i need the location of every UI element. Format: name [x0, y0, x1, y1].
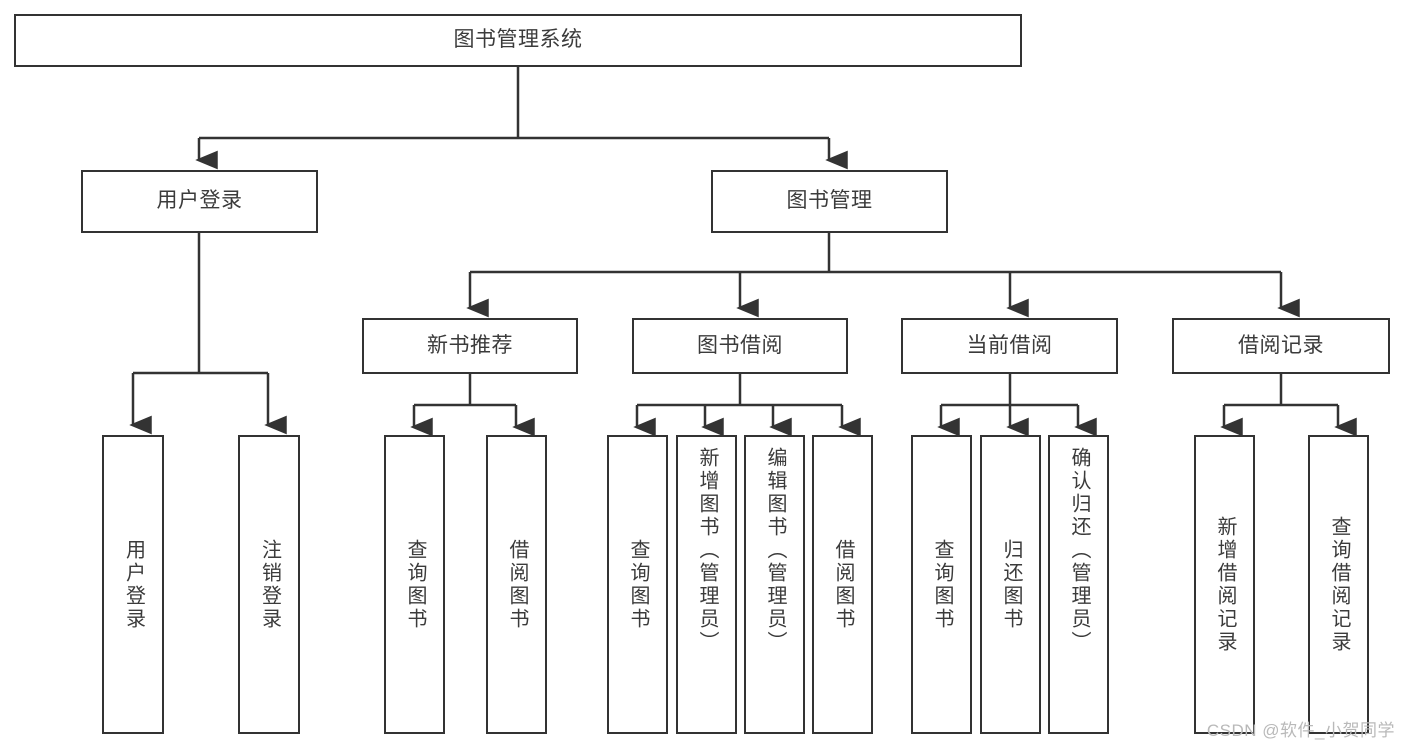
node-current-borrow[interactable]: 当前借阅 [901, 318, 1118, 374]
node-label: 查询图书 [404, 538, 426, 631]
node-borrow-record[interactable]: 借阅记录 [1172, 318, 1390, 374]
node-label: 借阅记录 [1238, 333, 1324, 357]
leaf-add-borrow-record[interactable]: 新增借阅记录 [1194, 435, 1255, 734]
leaf-borrow-book[interactable]: 借阅图书 [812, 435, 873, 734]
leaf-edit-book-admin[interactable]: 编辑图书（管理员） [744, 435, 805, 734]
node-label: 用户登录 [122, 538, 145, 631]
leaf-logout[interactable]: 注销登录 [238, 435, 300, 734]
leaf-query-book-new[interactable]: 查询图书 [384, 435, 445, 734]
node-root-system[interactable]: 图书管理系统 [14, 14, 1022, 67]
node-label: 注销登录 [258, 538, 281, 631]
watermark: CSDN @软件_小贺同学 [1206, 721, 1395, 740]
leaf-query-borrow-record[interactable]: 查询借阅记录 [1308, 435, 1369, 734]
node-label: 新增图书（管理员） [696, 447, 718, 654]
node-label: 编辑图书（管理员） [764, 447, 786, 654]
node-label: 当前借阅 [966, 333, 1053, 357]
node-label: 确认归还（管理员） [1068, 447, 1090, 654]
node-label: 图书管理系统 [453, 28, 583, 52]
node-label: 图书管理 [786, 189, 873, 213]
node-new-book-recommend[interactable]: 新书推荐 [362, 318, 578, 374]
node-label: 图书借阅 [697, 333, 783, 357]
node-label: 查询图书 [627, 538, 649, 631]
node-user-login[interactable]: 用户登录 [81, 170, 318, 233]
leaf-user-login[interactable]: 用户登录 [102, 435, 164, 734]
node-label: 查询借阅记录 [1328, 515, 1350, 654]
node-label: 查询图书 [931, 538, 953, 631]
node-label: 借阅图书 [506, 538, 528, 631]
node-label: 归还图书 [1000, 538, 1022, 631]
node-label: 新增借阅记录 [1214, 515, 1236, 654]
node-book-management[interactable]: 图书管理 [711, 170, 948, 233]
leaf-add-book-admin[interactable]: 新增图书（管理员） [676, 435, 737, 734]
node-label: 用户登录 [156, 189, 243, 213]
node-label: 借阅图书 [832, 538, 854, 631]
leaf-query-book-current[interactable]: 查询图书 [911, 435, 972, 734]
node-book-borrow[interactable]: 图书借阅 [632, 318, 848, 374]
node-label: 新书推荐 [427, 333, 513, 357]
leaf-return-book[interactable]: 归还图书 [980, 435, 1041, 734]
leaf-confirm-return-admin[interactable]: 确认归还（管理员） [1048, 435, 1109, 734]
leaf-query-book-borrow[interactable]: 查询图书 [607, 435, 668, 734]
leaf-borrow-book-new[interactable]: 借阅图书 [486, 435, 547, 734]
